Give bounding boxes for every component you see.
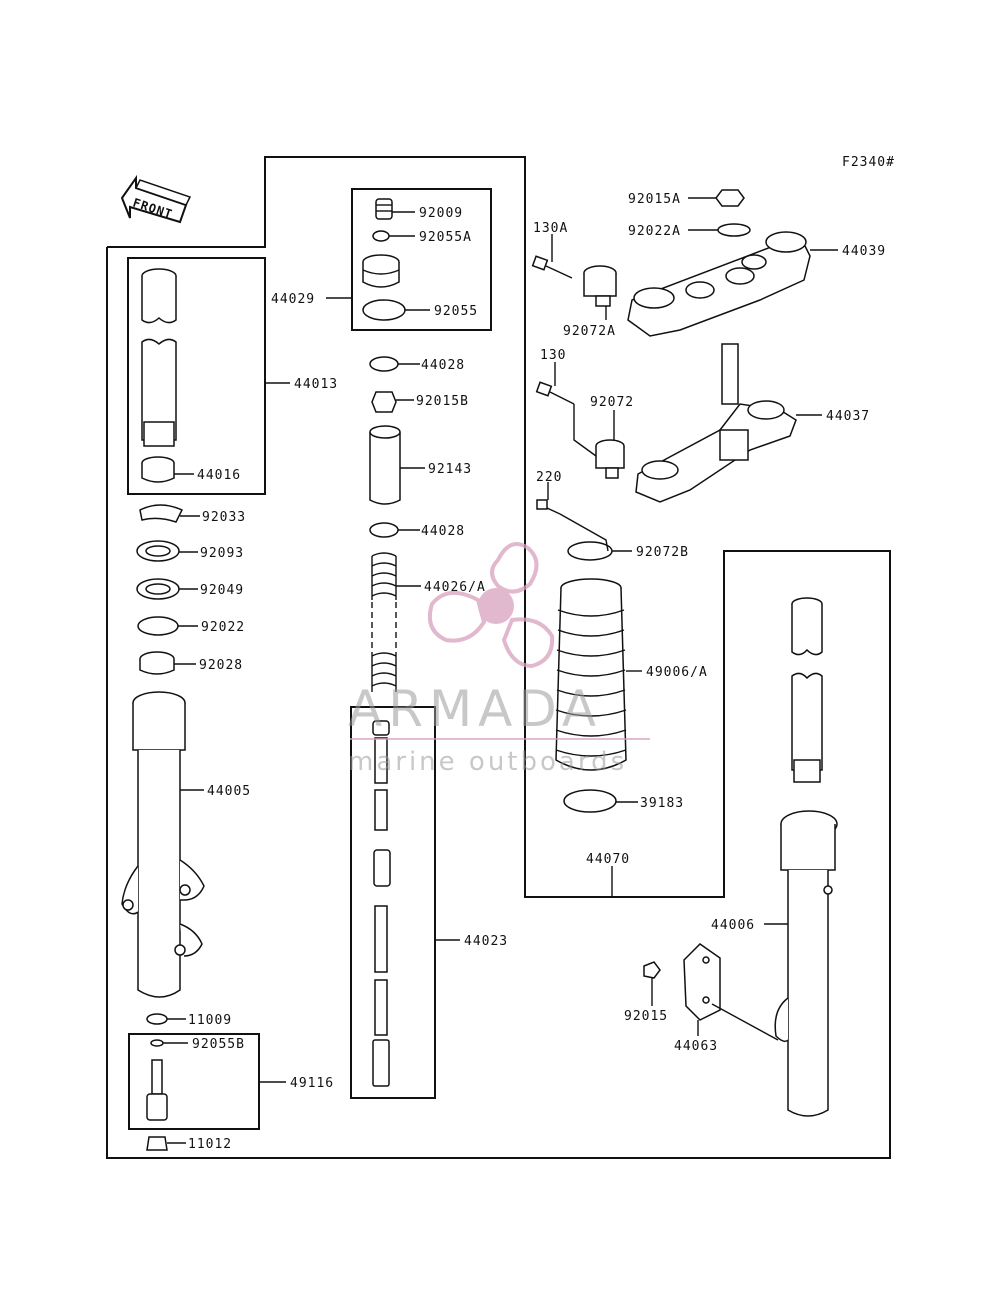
part-49116	[146, 1059, 168, 1121]
callout-92022A: 92022A	[628, 224, 681, 239]
callout-92143: 92143	[428, 462, 472, 477]
part-49006A	[555, 578, 627, 771]
part-92093	[136, 540, 180, 562]
part-44039	[627, 231, 811, 337]
callout-44023: 44023	[464, 934, 508, 949]
part-39183	[563, 789, 617, 813]
part-130A	[531, 255, 549, 271]
part-92022	[137, 616, 179, 636]
part-44005	[121, 691, 205, 998]
part-44063	[683, 943, 721, 1021]
callout-49006A: 49006/A	[646, 665, 708, 680]
part-92049	[136, 578, 180, 600]
part-44026A	[371, 552, 397, 692]
callout-11012: 11012	[188, 1137, 232, 1152]
figure-code: F2340#	[842, 155, 895, 170]
box-44013	[127, 257, 266, 495]
watermark-tagline: marine outboards	[348, 747, 627, 777]
callout-92055A: 92055A	[419, 230, 472, 245]
callout-49116: 49116	[290, 1076, 334, 1091]
callout-44028-lower: 44028	[421, 524, 465, 539]
callout-130: 130	[540, 348, 566, 363]
part-44028-lower	[369, 522, 399, 538]
part-44006-tube	[791, 597, 823, 783]
main-frame	[106, 156, 891, 1159]
callout-92055: 92055	[434, 304, 478, 319]
callout-44037: 44037	[826, 409, 870, 424]
front-arrow-icon	[120, 174, 192, 224]
part-92055A	[372, 230, 390, 242]
callout-39183: 39183	[640, 796, 684, 811]
callout-44006: 44006	[711, 918, 755, 933]
part-44037	[635, 343, 797, 503]
callout-44039: 44039	[842, 244, 886, 259]
part-11012	[146, 1136, 168, 1151]
part-44016	[141, 456, 175, 483]
callout-92072A: 92072A	[563, 324, 616, 339]
watermark-logo-icon	[427, 542, 555, 669]
part-44013-tube	[141, 268, 177, 447]
part-44028-upper	[369, 356, 399, 372]
part-220	[536, 499, 548, 510]
callout-92015B: 92015B	[416, 394, 469, 409]
callout-92033: 92033	[202, 510, 246, 525]
callout-92009: 92009	[419, 206, 463, 221]
part-92015B	[371, 391, 397, 413]
callout-44005: 44005	[207, 784, 251, 799]
callout-44029: 44029	[271, 292, 315, 307]
part-44006	[774, 810, 838, 1117]
part-92033	[139, 504, 184, 523]
part-11009	[146, 1013, 168, 1025]
part-92022A	[717, 223, 751, 237]
part-92072A	[583, 265, 617, 307]
part-92072	[595, 439, 625, 479]
part-44029	[362, 254, 400, 288]
box-44023	[350, 706, 436, 1099]
callout-44063: 44063	[674, 1039, 718, 1054]
callout-130A: 130A	[533, 221, 568, 236]
callout-44028-upper: 44028	[421, 358, 465, 373]
callout-44070: 44070	[586, 852, 630, 867]
callout-44026A: 44026/A	[424, 580, 486, 595]
callout-92028: 92028	[199, 658, 243, 673]
callout-92015: 92015	[624, 1009, 668, 1024]
part-92055	[362, 299, 406, 321]
part-92143	[369, 425, 401, 505]
callout-220: 220	[536, 470, 562, 485]
part-92072B	[567, 541, 613, 561]
callout-92072: 92072	[590, 395, 634, 410]
callout-92049: 92049	[200, 583, 244, 598]
box-44029	[351, 188, 492, 331]
callout-92072B: 92072B	[636, 545, 689, 560]
part-92015A	[715, 189, 745, 207]
part-92009	[375, 198, 393, 220]
part-92015	[643, 961, 661, 979]
callout-44013: 44013	[294, 377, 338, 392]
callout-92093: 92093	[200, 546, 244, 561]
leader-lines	[163, 197, 838, 1144]
part-92028	[139, 651, 175, 675]
callout-92055B: 92055B	[192, 1037, 245, 1052]
part-130	[535, 381, 553, 397]
callout-92015A: 92015A	[628, 192, 681, 207]
callout-44016: 44016	[197, 468, 241, 483]
part-92055B	[150, 1039, 164, 1047]
callout-92022: 92022	[201, 620, 245, 635]
part-44023	[372, 720, 391, 1087]
watermark-brand: ARMADA	[348, 680, 602, 738]
callout-11009: 11009	[188, 1013, 232, 1028]
